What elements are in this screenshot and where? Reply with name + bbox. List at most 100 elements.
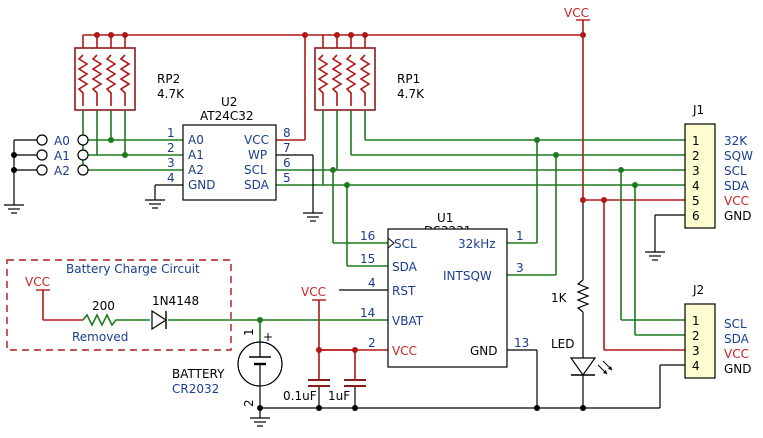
j1-pin-name: 32K	[724, 134, 748, 148]
ground-icon	[145, 199, 165, 209]
u2-pin-name: GND	[188, 178, 216, 192]
u1-pin-name: SDA	[392, 260, 418, 274]
u1-pin-num: 3	[516, 261, 524, 275]
ground-icon	[645, 251, 665, 261]
j1-pin-name: SCL	[724, 164, 747, 178]
u1-pin-num: 14	[360, 306, 375, 320]
u2-pin-num: 7	[283, 141, 291, 155]
rp1-ref: RP1	[397, 72, 420, 86]
j1-pin-num: 4	[692, 179, 700, 193]
ground-icon	[303, 212, 323, 222]
j2-pin-name: SCL	[724, 317, 747, 331]
u1-pin-name: VBAT	[392, 314, 424, 328]
j2-pin-num: 2	[692, 329, 700, 343]
rtc-u1: U1 DS3231 16 15 4 14 2 SCL SDA RST VBAT …	[360, 211, 529, 368]
u1-pin-name: SCL	[394, 237, 417, 251]
j1-pin-num: 1	[692, 134, 700, 148]
ground-icon	[4, 204, 24, 214]
j1-pin-num: 5	[692, 194, 700, 208]
u1-pin-num: 13	[514, 336, 529, 350]
led-indicator: 1K LED	[551, 279, 613, 380]
cap-c2-value: 1uF	[328, 389, 350, 403]
u1-ref: U1	[437, 211, 453, 225]
j1-pin-name: SQW	[724, 149, 753, 163]
charge-resistor-value: 200	[92, 299, 115, 313]
u1-pin-num: 1	[516, 229, 524, 243]
u2-pin-num: 3	[167, 156, 175, 170]
j1-pin-num: 2	[692, 149, 700, 163]
vcc-label-top: VCC	[564, 6, 589, 20]
vcc-label-mid: VCC	[301, 285, 326, 299]
cap-c1-value: 0.1uF	[283, 389, 317, 403]
u1-pin-num: 16	[360, 229, 375, 243]
u2-pin-num: 5	[283, 171, 291, 185]
u2-pin-num: 4	[167, 171, 175, 185]
u2-pin-num: 2	[167, 141, 175, 155]
jumper-label-a0: A0	[54, 134, 70, 148]
j2-ref: J2	[692, 283, 704, 297]
capacitor-icon	[308, 379, 330, 387]
u2-pin-name: SCL	[244, 163, 267, 177]
led-resistor-value: 1K	[551, 291, 568, 305]
vcc-wires	[42, 20, 685, 380]
resistor-pack-rp2: RP2 4.7K	[74, 47, 185, 111]
j2-pin-num: 1	[692, 314, 700, 328]
rp1-value: 4.7K	[397, 87, 425, 101]
j1-pin-name: VCC	[724, 194, 749, 208]
u1-pin-name: VCC	[392, 344, 417, 358]
resistor-pack-rp1: RP1 4.7K	[314, 47, 425, 111]
u2-pin-num: 8	[283, 126, 291, 140]
led-label: LED	[551, 337, 575, 351]
u1-pin-num: 15	[360, 252, 375, 266]
battery-type: CR2032	[172, 382, 219, 396]
u1-pin-num: 4	[368, 276, 376, 290]
u2-pin-num: 6	[283, 156, 291, 170]
u2-pin-name: WP	[248, 148, 267, 162]
u2-pin-name: A1	[188, 148, 204, 162]
j2-pin-name: VCC	[724, 347, 749, 361]
j2-pin-name: GND	[724, 362, 752, 376]
u1-pin-num: 2	[368, 336, 376, 350]
connector-j2: J2 1 2 3 4 SCL SDA VCC GND	[684, 283, 752, 379]
signal-wires	[82, 110, 685, 340]
u1-pin-name: RST	[392, 284, 416, 298]
charge-resistor-note: Removed	[72, 330, 128, 344]
charge-diode-part: 1N4148	[152, 294, 199, 308]
connector-j1: J1 1 2 3 4 5 6 32K SQW SCL SDA VCC GND	[684, 103, 753, 229]
u1-pin-name: INTSQW	[443, 269, 492, 283]
u2-pin-name: A2	[188, 163, 204, 177]
u2-pin-num: 1	[167, 126, 175, 140]
battery-pin-pos: 1	[242, 328, 256, 336]
battery-plus: +	[263, 330, 273, 344]
u2-pin-name: A0	[188, 133, 204, 147]
j2-pin-num: 4	[692, 359, 700, 373]
diode-icon	[151, 309, 168, 331]
capacitors: 0.1uF 1uF	[283, 379, 366, 403]
charge-circuit-title: Battery Charge Circuit	[66, 262, 200, 276]
j1-pin-num: 6	[692, 209, 700, 223]
ground-wires	[13, 139, 685, 418]
resistor-icon	[576, 279, 590, 313]
led-icon	[569, 345, 613, 380]
u2-pin-name: SDA	[244, 178, 270, 192]
u1-pin-name: GND	[470, 344, 498, 358]
j2-pin-name: SDA	[724, 332, 750, 346]
vcc-symbols: VCC VCC VCC	[25, 6, 590, 301]
battery-charge-circuit: Battery Charge Circuit 200 Removed 1N414…	[6, 259, 232, 351]
battery-label: BATTERY	[172, 367, 225, 381]
u2-part: AT24C32	[200, 109, 254, 123]
address-jumpers: A0 A1 A2	[36, 134, 89, 178]
battery-cr2032: + 1 2 BATTERY CR2032	[172, 328, 283, 407]
battery-pin-neg: 2	[242, 399, 256, 407]
u2-pin-name: VCC	[244, 133, 269, 147]
u1-pin-name: 32kHz	[458, 237, 496, 251]
jumper-label-a2: A2	[54, 164, 70, 178]
resistor-icon	[82, 313, 150, 327]
rp2-ref: RP2	[157, 72, 180, 86]
j1-pin-num: 3	[692, 164, 700, 178]
rp2-value: 4.7K	[157, 87, 185, 101]
capacitor-icon	[344, 379, 366, 387]
jumper-label-a1: A1	[54, 149, 70, 163]
eeprom-u2: U2 AT24C32 1 2 3 4 A0 A1 A2 GND VCC WP S…	[167, 95, 291, 201]
